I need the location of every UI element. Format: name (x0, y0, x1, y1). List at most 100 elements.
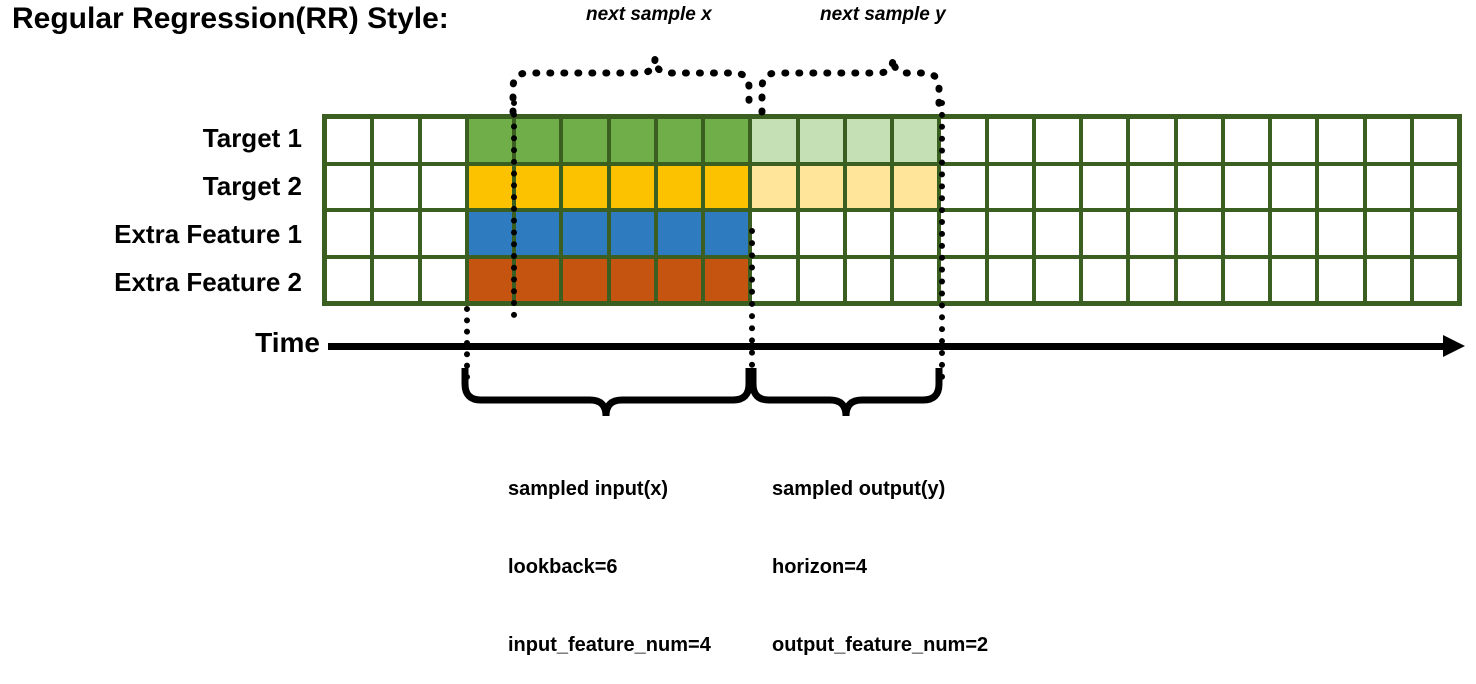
grid-cell-empty (988, 165, 1032, 208)
grid-cell-empty (988, 119, 1032, 162)
grid-cell-empty (1035, 165, 1079, 208)
grid-cell-empty (1413, 258, 1457, 301)
caption-sampled-output-line1: sampled output(y) (772, 478, 946, 500)
grid-cell-input (563, 258, 607, 301)
grid-cell-empty (1177, 119, 1221, 162)
grid-cell-empty (374, 258, 418, 301)
grid-cell-empty (1224, 212, 1268, 255)
arrow-head-icon (1443, 335, 1465, 357)
caption-sampled-input-line3: input_feature_num=4 (508, 634, 711, 656)
grid-cell-output (846, 119, 890, 162)
grid-cell-input (468, 258, 512, 301)
grid-cell-output (799, 119, 843, 162)
grid-cell-input (657, 258, 701, 301)
grid-cell-empty (421, 258, 465, 301)
grid-cell-empty (1366, 119, 1410, 162)
time-axis-arrow (328, 335, 1465, 357)
grid-cell-input (705, 258, 749, 301)
grid-cell-input (563, 119, 607, 162)
grid-cell-empty (1177, 212, 1221, 255)
grid-cell-empty (1319, 119, 1363, 162)
grid-row (325, 210, 1459, 257)
grid-cell-empty (1035, 119, 1079, 162)
row-label-extra-feature-1: Extra Feature 1 (114, 219, 302, 249)
grid-cell-empty (752, 258, 796, 301)
solid-brace-sampled-output (749, 368, 943, 417)
grid-cell-empty (1224, 165, 1268, 208)
grid-cell-input (657, 165, 701, 208)
grid-cell-empty (1224, 258, 1268, 301)
grid-cell-empty (1083, 258, 1127, 301)
time-axis-shaft (328, 343, 1446, 350)
dotted-brace-next-sample-y (758, 57, 943, 116)
grid-cell-empty (1319, 258, 1363, 301)
caption-sampled-output: sampled output(y) horizon=4 output_featu… (772, 424, 988, 684)
grid-cell-empty (941, 212, 985, 255)
grid-cell-empty (941, 165, 985, 208)
grid-cell-input (610, 119, 654, 162)
guide-line-input-end (749, 228, 755, 380)
grid-cell-empty (421, 212, 465, 255)
caption-next-sample-x: next sample x (586, 4, 712, 25)
caption-sampled-input-line1: sampled input(x) (508, 478, 669, 500)
grid-cell-input (468, 165, 512, 208)
row-label-extra-feature-2: Extra Feature 2 (114, 267, 302, 297)
grid-cell-empty (374, 119, 418, 162)
grid-cell-output (752, 165, 796, 208)
grid-cell-empty (799, 258, 843, 301)
time-axis-label: Time (255, 327, 320, 358)
grid-cell-empty (752, 212, 796, 255)
grid-cell-empty (846, 212, 890, 255)
grid-cell-empty (1224, 119, 1268, 162)
grid-cell-empty (1272, 119, 1316, 162)
grid-cell-input (516, 119, 560, 162)
grid-cell-input (563, 165, 607, 208)
grid-cell-empty (1319, 212, 1363, 255)
grid-cell-empty (374, 165, 418, 208)
grid-cell-empty (1413, 165, 1457, 208)
timeseries-grid (322, 114, 1462, 306)
grid-cell-input (468, 212, 512, 255)
guide-line-input-start-lower (464, 306, 470, 380)
grid-cell-input (516, 258, 560, 301)
grid-cell-input (468, 119, 512, 162)
row-label-column: Target 1 Target 2 Extra Feature 1 Extra … (0, 114, 312, 306)
grid-cell-empty (1366, 165, 1410, 208)
grid-cell-empty (1272, 212, 1316, 255)
grid-cell-output (894, 119, 938, 162)
grid-cell-empty (327, 212, 371, 255)
grid-row (325, 257, 1459, 304)
grid-cell-empty (327, 258, 371, 301)
grid-cell-empty (894, 212, 938, 255)
grid-cell-empty (1035, 258, 1079, 301)
caption-sampled-output-line3: output_feature_num=2 (772, 634, 989, 656)
grid-cell-input (705, 119, 749, 162)
grid-cell-empty (327, 165, 371, 208)
dotted-brace-next-sample-x (509, 57, 753, 116)
grid-cell-input (657, 212, 701, 255)
caption-sampled-output-line2: horizon=4 (772, 556, 868, 578)
grid-cell-empty (894, 258, 938, 301)
grid-cell-output (752, 119, 796, 162)
guide-line-output-end (939, 100, 945, 380)
grid-cell-empty (1272, 258, 1316, 301)
grid-cell-output (846, 165, 890, 208)
grid-cell-empty (941, 258, 985, 301)
grid-cell-empty (1366, 212, 1410, 255)
grid-cell-empty (1413, 212, 1457, 255)
grid-cell-input (657, 119, 701, 162)
row-label-target-2: Target 2 (202, 171, 302, 201)
grid-cell-empty (846, 258, 890, 301)
page-title: Regular Regression(RR) Style: (12, 2, 449, 35)
row-label-target-1: Target 1 (202, 123, 302, 153)
grid-cell-empty (1083, 212, 1127, 255)
grid-cell-empty (1083, 165, 1127, 208)
grid-cell-empty (941, 119, 985, 162)
grid-cell-output (799, 165, 843, 208)
grid-cell-empty (374, 212, 418, 255)
grid-cell-empty (1413, 119, 1457, 162)
grid-cell-input (610, 165, 654, 208)
grid-cell-empty (1130, 119, 1174, 162)
caption-sampled-input: sampled input(x) lookback=6 input_featur… (508, 424, 711, 684)
grid-cell-empty (1035, 212, 1079, 255)
